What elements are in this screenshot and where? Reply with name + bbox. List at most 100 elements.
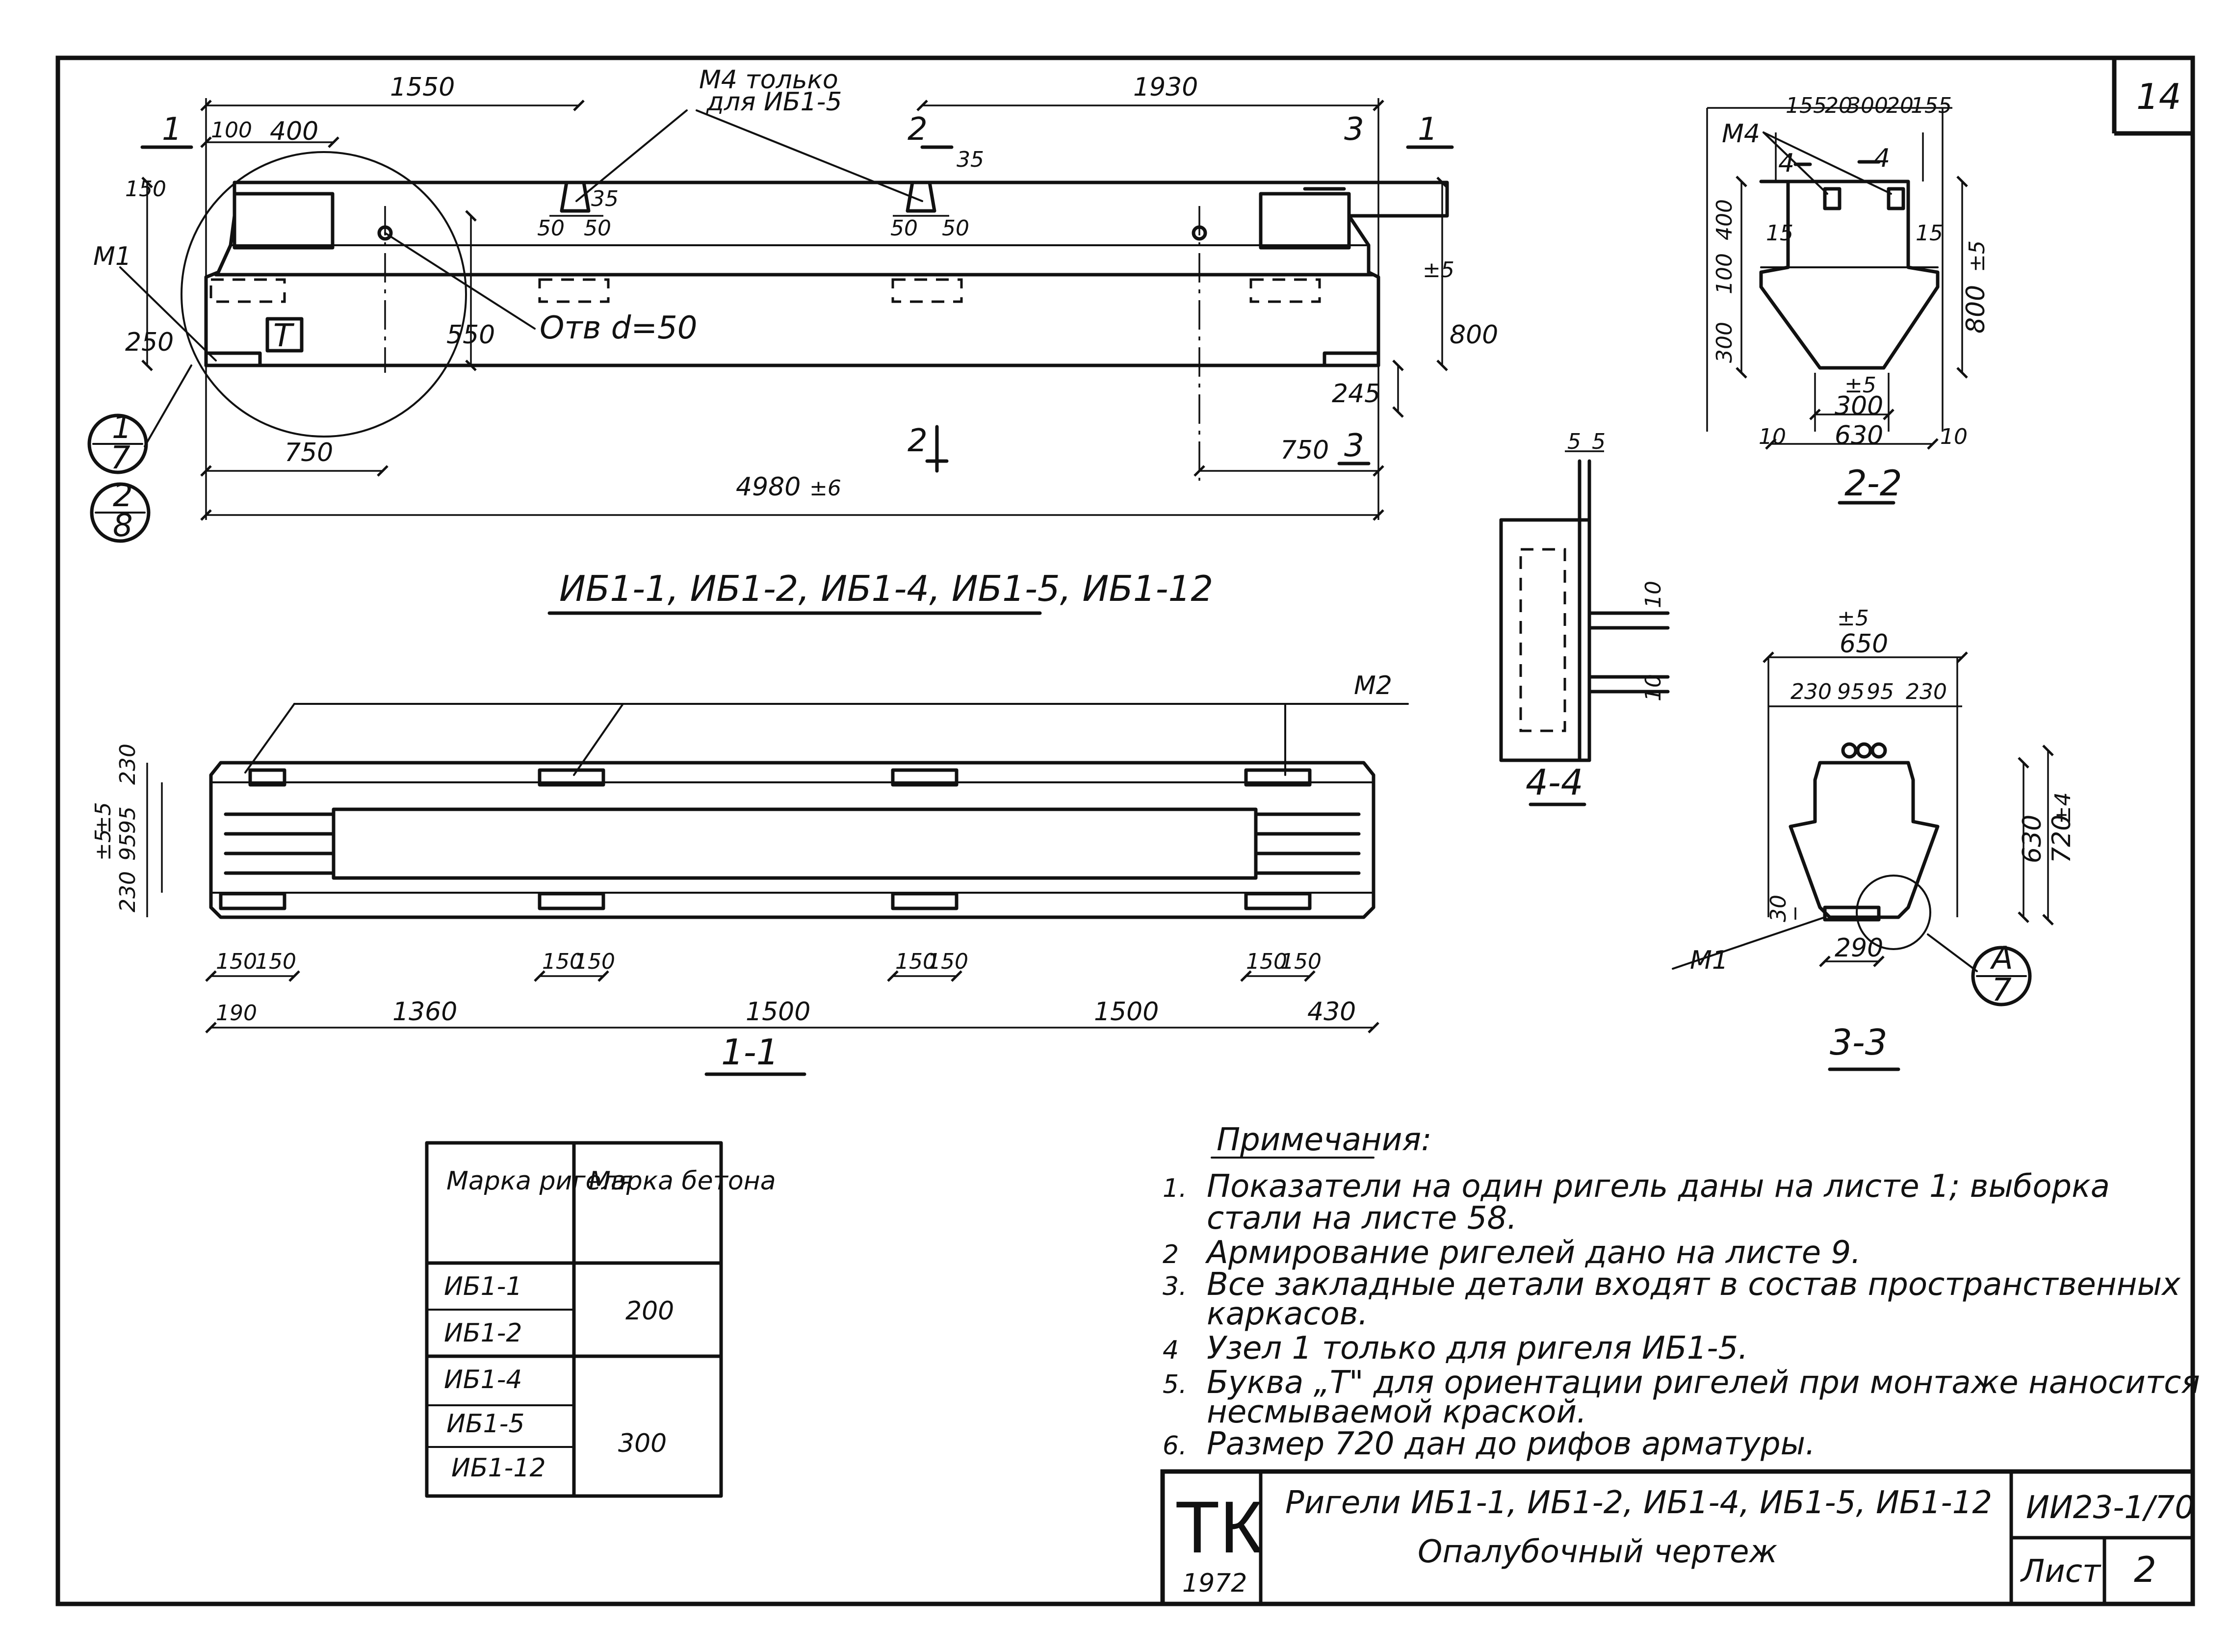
- plan-dim-1500-a: 1500: [746, 997, 810, 1027]
- table-grade-200: 200: [625, 1296, 674, 1326]
- tk-logo: ТК: [1175, 1486, 1263, 1568]
- section-2-2: [1706, 107, 1968, 505]
- title-year: 1972: [1182, 1569, 1247, 1598]
- table-girder-ib1-5: ИБ1-5: [446, 1409, 525, 1439]
- note-5-line2: несмываемой краской.: [1207, 1394, 1586, 1430]
- s22-cut4-left: 4: [1778, 149, 1794, 178]
- dim-750-right: 750: [1280, 436, 1329, 465]
- table-header-concrete: Марка бетона: [589, 1166, 776, 1196]
- m1-label: М1: [93, 242, 131, 271]
- cut-3-bottom: 3: [1344, 428, 1364, 464]
- s22-top-20b: 20: [1886, 93, 1914, 118]
- callout-2-bottom: 8: [113, 508, 133, 544]
- orientation-letter: Т: [273, 318, 295, 354]
- dim-250: 250: [125, 328, 174, 357]
- dim-550: 550: [446, 320, 495, 350]
- plan-dim-tol-b: ±5: [91, 829, 116, 861]
- s22-top-155a: 155: [1786, 93, 1827, 118]
- s33-callout-top: А: [1990, 940, 2013, 977]
- m4-note-line2: для ИБ1-5: [706, 87, 842, 117]
- s44-top-5b: 5: [1592, 429, 1606, 454]
- detail-callout-a-7: [1971, 946, 2032, 1007]
- cut-2-top: 2: [908, 111, 928, 148]
- s33-row-230b: 230: [1906, 679, 1947, 704]
- s22-left-100: 100: [1712, 253, 1737, 294]
- table-girder-ib1-4: ИБ1-4: [444, 1365, 522, 1394]
- plan-view: [146, 703, 1409, 1076]
- sheet-label: Лист: [2020, 1553, 2101, 1590]
- girder-series-title: ИБ1-1, ИБ1-2, ИБ1-4, ИБ1-5, ИБ1-12: [559, 568, 1213, 609]
- dim-50-b: 50: [584, 216, 611, 241]
- plan-pair-1a: 150: [216, 949, 257, 974]
- hole-note: Отв d=50: [540, 310, 697, 346]
- s22-right-tol: ±5: [1965, 240, 1990, 272]
- s22-cut4-right: 4: [1874, 144, 1890, 173]
- dim-150: 150: [125, 177, 166, 202]
- s33-row-95a: 95: [1837, 679, 1865, 704]
- dim-100: 100: [211, 118, 252, 143]
- section-4-4-labels: 5 5 10 10 4-4: [1526, 429, 1666, 803]
- table-header-girder: Марка ригеля: [446, 1166, 633, 1196]
- plan-pair-4a: 150: [1246, 949, 1287, 974]
- dim-50-d: 50: [942, 216, 969, 241]
- cut-1-left: 1: [162, 111, 182, 148]
- s33-top-650: 650: [1840, 629, 1888, 659]
- callout-1-bottom: 7: [110, 440, 130, 476]
- callout-2-top: 2: [113, 478, 133, 514]
- s33-h720: 720: [2047, 815, 2076, 863]
- plan-dim-230-bottom: 230: [115, 871, 140, 912]
- s33-m1: М1: [1690, 946, 1728, 975]
- plan-dim-230-top: 230: [115, 744, 140, 785]
- plan-dim-tol-a: ±5: [91, 802, 116, 834]
- s33-top-tol: ±5: [1837, 606, 1869, 631]
- drawing-frame: [55, 55, 2195, 1606]
- note-1-line2: стали на листе 58.: [1207, 1200, 1517, 1237]
- plan-pair-2b: 150: [574, 949, 615, 974]
- table-girder-ib1-2: ИБ1-2: [444, 1318, 522, 1348]
- sheet-number: 14: [2136, 76, 2181, 117]
- notes-heading: Примечания:: [1217, 1122, 1432, 1158]
- table-girder-ib1-12: ИБ1-12: [451, 1453, 546, 1483]
- s22-right-800: 800: [1961, 285, 1991, 334]
- plan-dim-1500-b: 1500: [1094, 997, 1159, 1027]
- series-code: ИИ23-1/70: [2026, 1490, 2195, 1526]
- dim-4980: 4980: [736, 472, 801, 502]
- s22-bottom-10a: 10: [1759, 424, 1786, 449]
- plan-pair-3a: 150: [895, 949, 936, 974]
- plan-dim-190: 190: [216, 1001, 257, 1026]
- sheet-no: 2: [2134, 1549, 2156, 1590]
- s22-bottom-10b: 10: [1940, 424, 1968, 449]
- section-3-3: [1672, 651, 2054, 1071]
- note-3-line2: каркасов.: [1207, 1296, 1368, 1332]
- detail-callout-1-7: [87, 413, 148, 474]
- s22-left-400: 400: [1712, 199, 1737, 240]
- s33-row-95b: 95: [1867, 679, 1894, 704]
- dim-800-tolerance: ±5: [1423, 258, 1454, 283]
- title-line-2: Опалубочный чертеж: [1418, 1534, 1777, 1570]
- s22-bottom-300: 300: [1835, 391, 1883, 421]
- s22-m4: М4: [1722, 119, 1760, 149]
- note-1-number: 1.: [1163, 1174, 1187, 1203]
- note-6-number: 6.: [1163, 1431, 1187, 1461]
- s22-top-300: 300: [1847, 93, 1888, 118]
- cut-1-right: 1: [1418, 111, 1438, 148]
- dim-245: 245: [1332, 379, 1380, 409]
- s44-right-10b: 10: [1641, 674, 1666, 701]
- s44-caption: 4-4: [1526, 762, 1583, 803]
- plan-caption: 1-1: [721, 1032, 779, 1073]
- plan-dim-1360: 1360: [392, 997, 457, 1027]
- s22-15-right: 15: [1916, 221, 1943, 246]
- table-girder-ib1-1: ИБ1-1: [444, 1272, 522, 1301]
- note-4-number: 4: [1163, 1336, 1179, 1365]
- dim-35-b: 35: [957, 147, 984, 172]
- s33-h720-tol: ±4: [2050, 792, 2075, 824]
- s33-row-230a: 230: [1790, 679, 1832, 704]
- cut-2-bottom: 2: [908, 423, 928, 459]
- plan-pair-1b: 150: [255, 949, 296, 974]
- concrete-table-text: Марка ригеля Марка бетона ИБ1-1 ИБ1-2 20…: [444, 1166, 776, 1483]
- dim-800: 800: [1450, 320, 1498, 350]
- s22-caption: 2-2: [1844, 463, 1902, 504]
- m2-label: М2: [1354, 671, 1392, 700]
- dim-1930: 1930: [1133, 73, 1198, 102]
- s33-callout-bottom: 7: [1992, 972, 2012, 1008]
